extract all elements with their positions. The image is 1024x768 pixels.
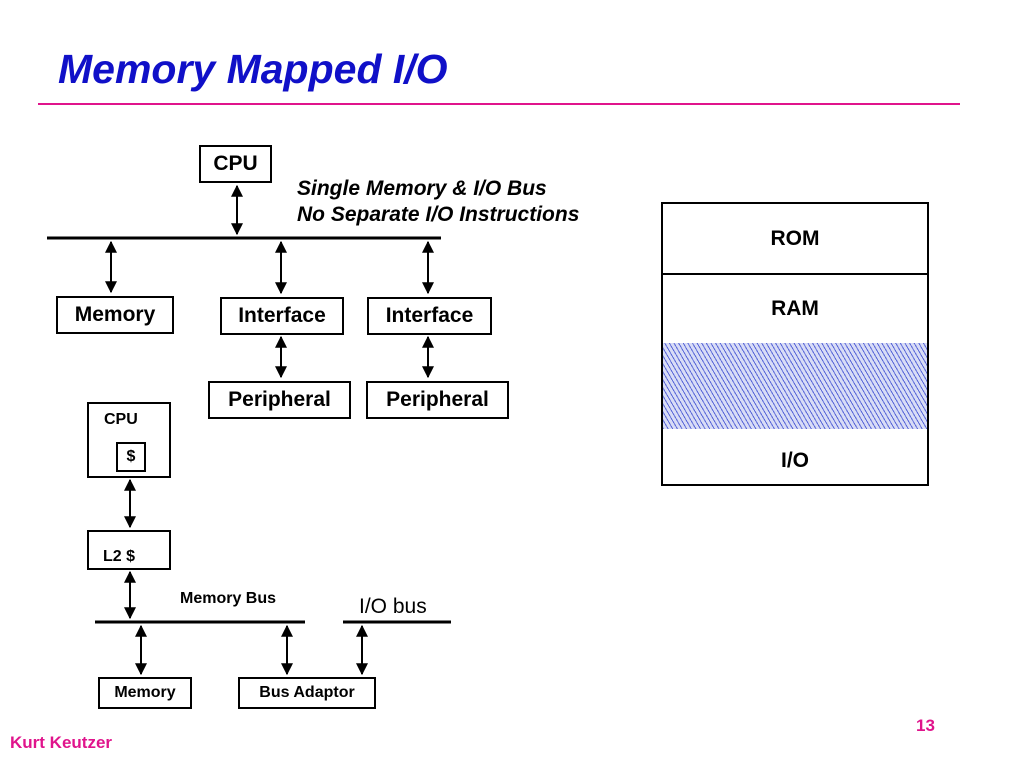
interface-box-1: Interface [220,297,344,335]
ram-region: RAM [771,297,819,320]
bus-adaptor-box: Bus Adaptor [238,677,376,709]
io-bus-label: I/O bus [359,595,427,618]
peripheral-box-2: Peripheral [366,381,509,419]
author-footer: Kurt Keutzer [10,733,113,752]
cache-box: $ [116,442,146,472]
memory-box-bottom: Memory [98,677,192,709]
note-line-2: No Separate I/O Instructions [297,203,580,226]
title-rule [38,103,960,105]
cpu-cache-box: CPU $ [87,402,171,478]
memory-box: Memory [56,296,174,334]
note-line-1: Single Memory & I/O Bus [297,177,547,200]
memory-map: ROM RAM I/O [661,202,929,486]
cpu-label: CPU [104,411,138,428]
io-region: I/O [780,449,809,472]
page-number: 13 [916,716,935,735]
io-mapped-region [663,343,927,429]
rom-region: ROM [663,204,927,275]
l2-label: L2 $ [103,548,136,565]
interface-box-2: Interface [367,297,492,335]
cpu-box: CPU [199,145,272,183]
slide-title: Memory Mapped I/O [58,46,448,92]
peripheral-box-1: Peripheral [208,381,351,419]
memory-bus-label: Memory Bus [180,590,277,607]
bus-note: Single Memory & I/O Bus No Separate I/O … [297,176,579,228]
l2-cache-box: L2 $ [87,530,171,570]
